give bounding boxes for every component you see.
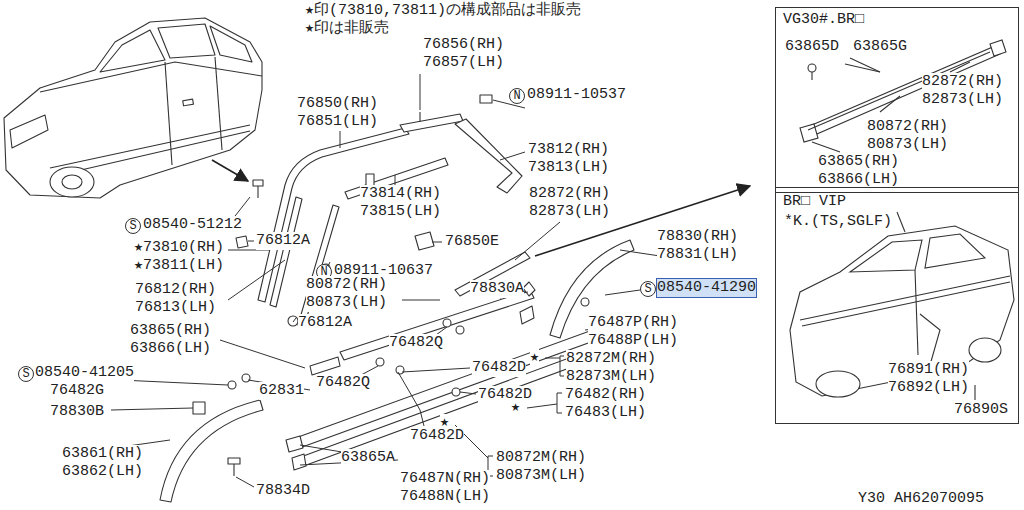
clip (415, 232, 434, 250)
part-number: 08540-41290 (657, 279, 756, 297)
part-number: 63865G (853, 38, 907, 56)
end-cap (310, 357, 340, 375)
nut (480, 95, 492, 103)
part-number: 76482D (410, 427, 464, 445)
part-number: 63865A (341, 449, 395, 467)
part-number: 08911-10537 (527, 86, 626, 104)
symbol-letter: S (125, 218, 141, 234)
part-number: 76482D (472, 359, 526, 377)
note-text: ★印(73810,73811)の構成部品は非販売 (305, 2, 581, 20)
part-number: 62831 (259, 382, 304, 400)
part-number: 73814(RH) 73815(LH) (360, 185, 441, 221)
part-number: 76482Q (389, 334, 443, 352)
part-number: 80872M(RH) 80873M(LH) (496, 449, 586, 485)
end-cap (520, 306, 534, 324)
part-number: 63861(RH) 63862(LH) (62, 445, 143, 481)
part-number: 80872(RH) 80873(LH) (306, 276, 387, 312)
molding (400, 114, 463, 132)
inset-panel: VG30#.BR□ 63865D 63865G 82872(RH) 82873(LH)… (775, 7, 1019, 193)
car-body (790, 226, 1014, 396)
part-number: 82872M(RH) 82873M(LH) (566, 350, 656, 386)
car-body (4, 18, 262, 198)
part-number: 78830(RH) 78831(LH) (657, 228, 738, 264)
screw (253, 180, 263, 198)
clip (236, 236, 248, 248)
star-mark: ★ (530, 349, 539, 367)
part-number: 76487P(RH) 76488P(LH) (588, 314, 678, 350)
inset-panel: BR□ VIP *K.(TS,SGLF) 76891(RH) 76892(LH) 76… (775, 187, 1019, 424)
molding (270, 197, 302, 307)
part-number: 08540-41205 (35, 364, 134, 382)
note-text: ★印は非販売 (305, 20, 389, 38)
part-number: 82872(RH) 82873(LH) (529, 185, 610, 221)
part-number: 80872(RH) 80873(LH) (867, 118, 948, 154)
drawing-code: Y30 AH62070095 (858, 490, 984, 508)
part-number: 76812A (298, 314, 352, 332)
part-number: *K.(TS,SGLF) (784, 213, 892, 231)
clip (288, 316, 298, 326)
part-number: 78834D (256, 482, 310, 500)
part-number: 76482D (478, 386, 532, 404)
part-number: 78830B (50, 403, 104, 421)
part-number: 63865(RH) 63866(LH) (130, 322, 211, 358)
part-number: 76890S (954, 401, 1008, 419)
clip (523, 282, 535, 296)
part-number: 76487N(RH) 76488N(LH) (400, 470, 490, 506)
part-number: 76850E (445, 233, 499, 251)
end-cap (286, 436, 303, 452)
part-number: ★73810(RH) ★73811(LH) (134, 239, 224, 275)
part-number: 82872(RH) 82873(LH) (922, 73, 1003, 109)
symbol-letter: N (509, 88, 525, 104)
part-number: 76812(RH) 76813(LH) (135, 281, 216, 317)
part-number: 76891(RH) 76892(LH) (888, 361, 969, 397)
part-number: 08540-51212 (143, 216, 242, 234)
part-number: 63865D (785, 38, 839, 56)
symbol-letter: S (640, 281, 656, 297)
part-number: 78830A (470, 280, 524, 298)
panel-heading: VG30#.BR□ (783, 11, 864, 29)
part-number: 63865(RH) 63866(LH) (818, 153, 899, 189)
end-cap (990, 40, 1006, 56)
part-number: 76482Q (316, 374, 370, 392)
arch-molding (160, 400, 263, 502)
panel-heading: BR□ VIP (783, 193, 846, 211)
symbol-letter: S (18, 366, 34, 382)
part-number: 76856(RH) 76857(LH) (423, 36, 504, 72)
part-number: 76850(RH) 76851(LH) (297, 95, 378, 131)
star-mark: ★ (511, 399, 520, 417)
part-number: 76482(RH) 76483(LH) (565, 386, 646, 422)
end-cap (292, 454, 306, 470)
part-number: 73812(RH) 73813(LH) (528, 141, 609, 177)
part-number: 76482G (50, 382, 104, 400)
part-number: 76812A (256, 232, 310, 250)
